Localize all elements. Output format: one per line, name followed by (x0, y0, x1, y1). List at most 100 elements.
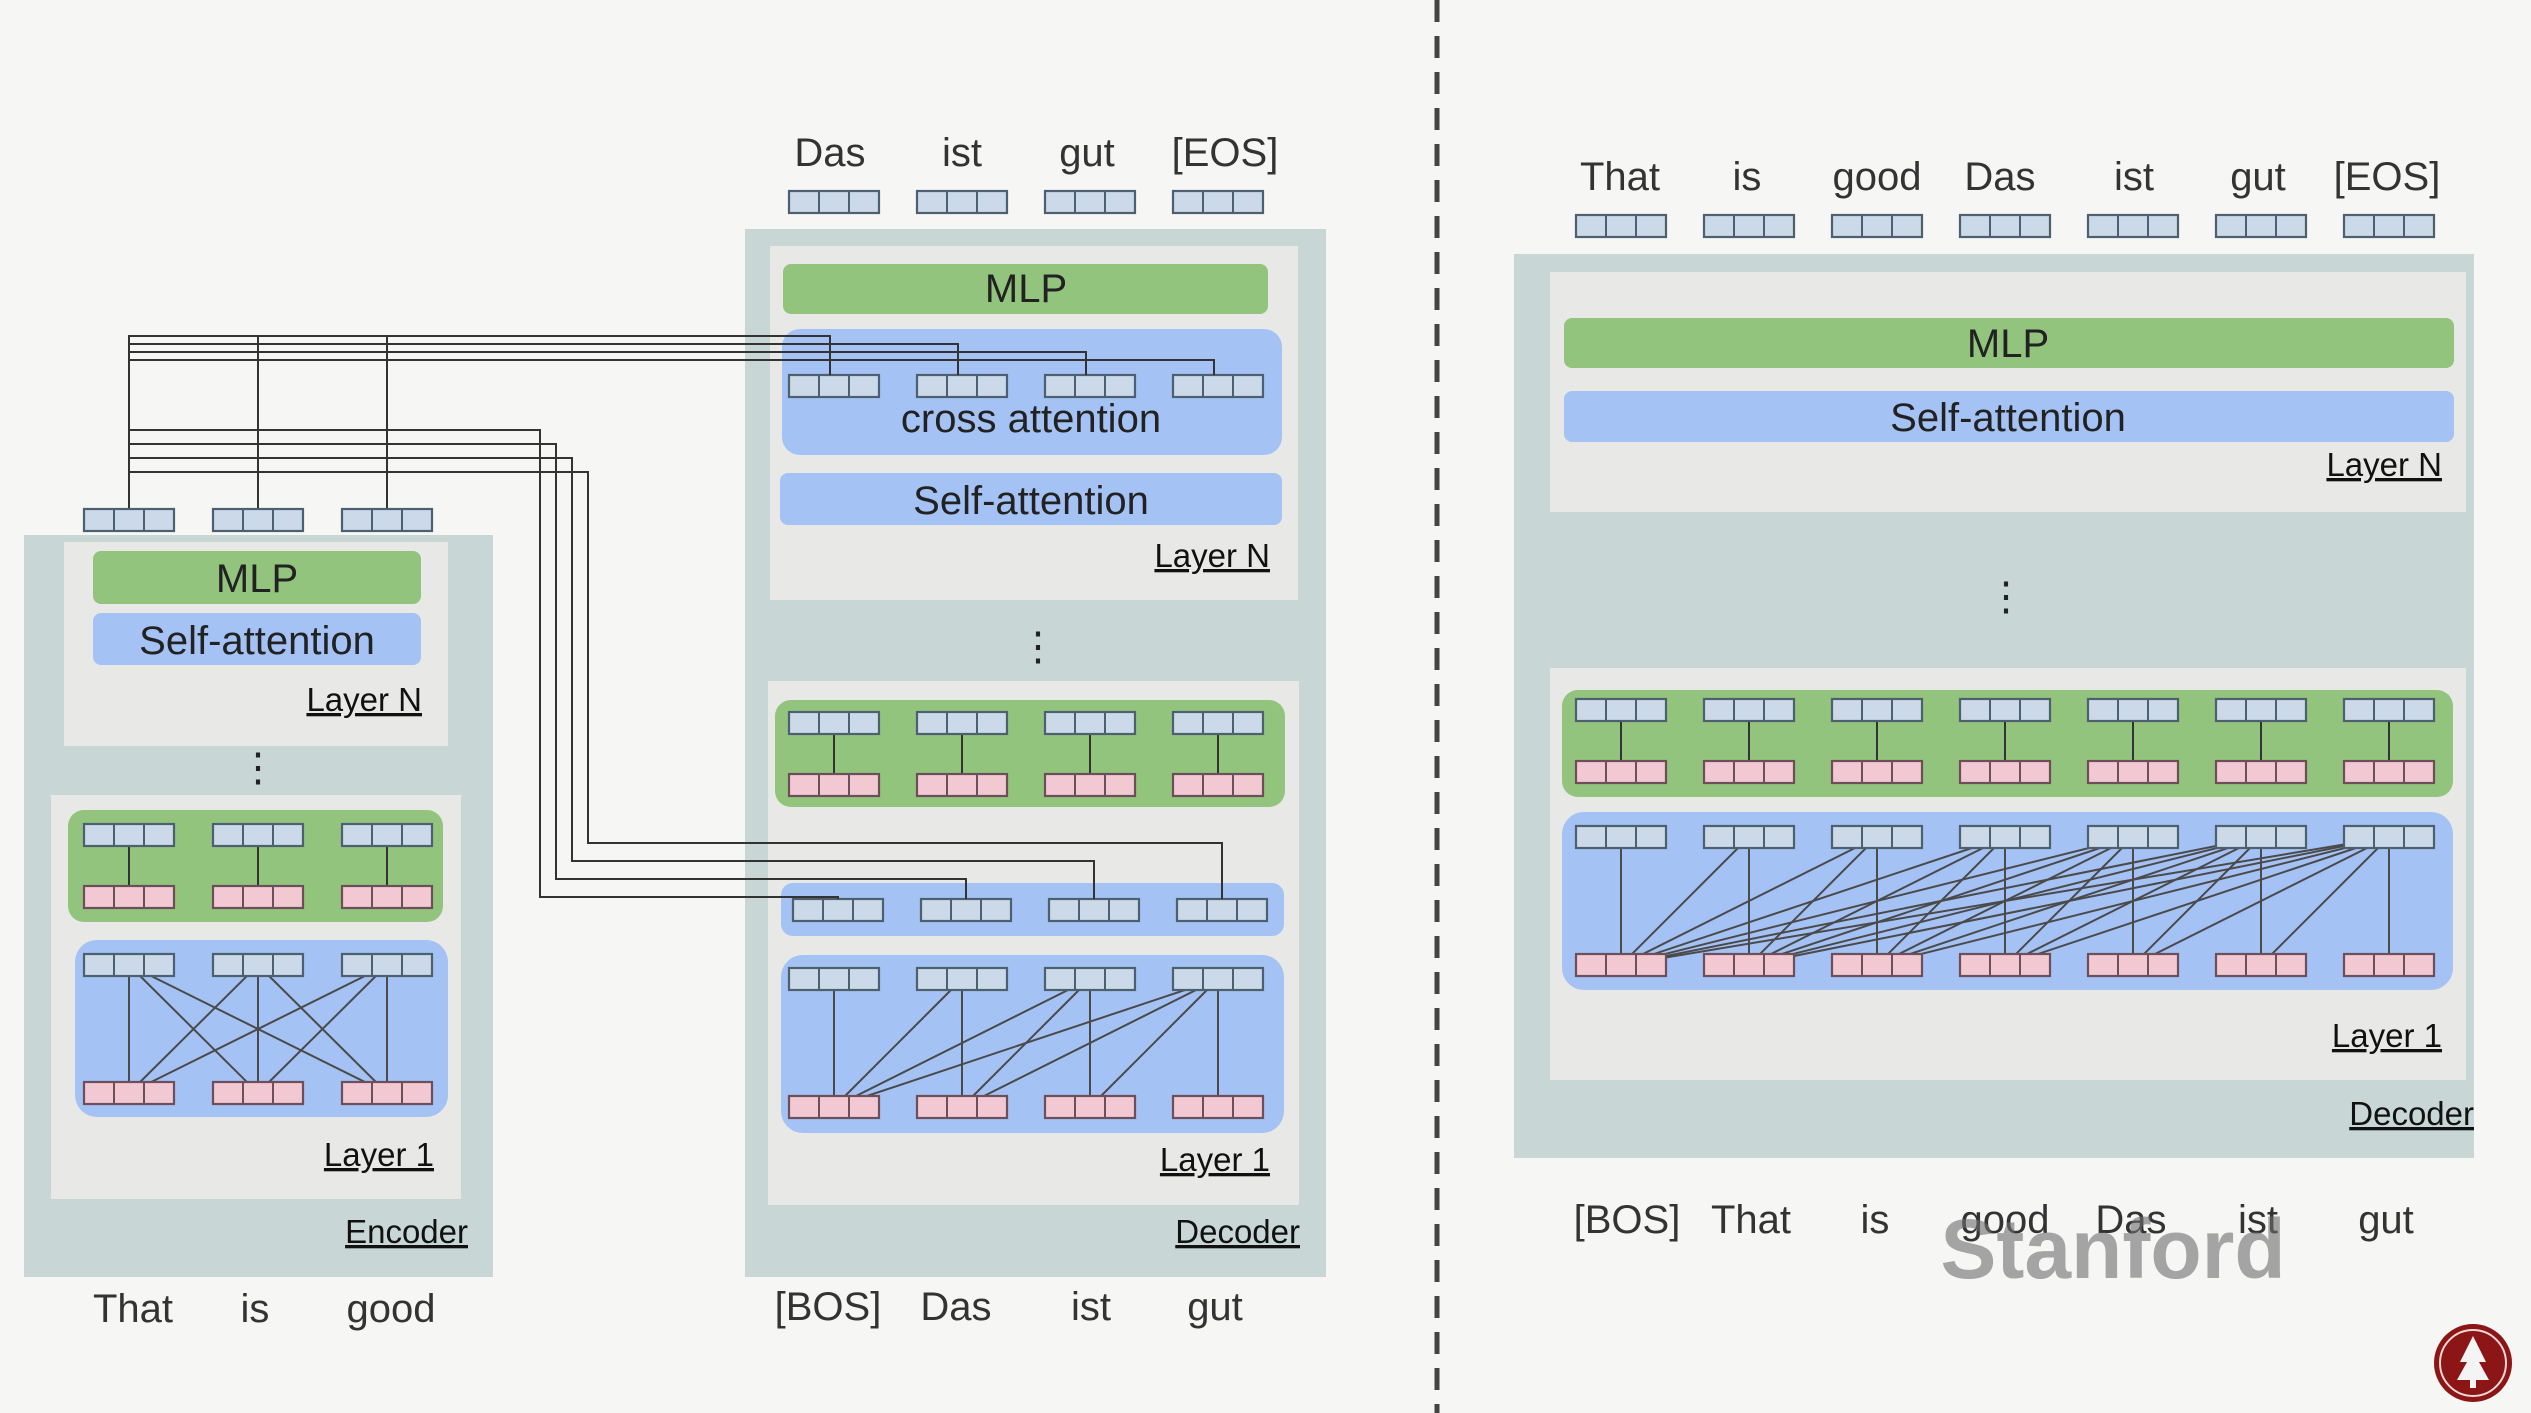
decoder-input-words: [BOS] Das ist gut (775, 1285, 1243, 1329)
token-vector-pink (211, 1080, 305, 1106)
decoder-output-word: Das (794, 131, 865, 175)
token-vector (1830, 824, 1924, 850)
encoder-label: Encoder (345, 1213, 468, 1250)
token-vector-pink (915, 772, 1009, 798)
decoder-input-word: ist (1071, 1285, 1111, 1329)
token-vector (340, 822, 434, 848)
decoder-causal-attention-lines (787, 897, 1269, 1120)
attention-line (1748, 836, 2390, 966)
encoder-decoder-wire (129, 457, 1095, 899)
encoder-input-words: That is good (93, 1287, 436, 1331)
token-vector (2214, 213, 2308, 239)
decoder-output-words: Das ist gut [EOS] (794, 131, 1278, 175)
token-vector-pink (340, 884, 434, 910)
token-vector (787, 710, 881, 736)
decoder-cross-attention-label: cross attention (901, 397, 1161, 441)
token-vector-pink (1171, 772, 1265, 798)
token-vector-pink (1958, 952, 2052, 978)
token-vector (82, 952, 176, 978)
token-vector-pink (1574, 952, 1668, 978)
encoder-layer-1-label: Layer 1 (324, 1136, 434, 1173)
attention-line (1620, 836, 2006, 966)
token-vector (915, 189, 1009, 215)
token-vector-pink (2086, 952, 2180, 978)
token-vector-pink (1958, 759, 2052, 785)
token-vector (1171, 189, 1265, 215)
attention-line (1876, 836, 2390, 966)
attention-line (1620, 836, 2262, 966)
token-vector-pink (1702, 952, 1796, 978)
decoder-output-word: [EOS] (1172, 131, 1279, 175)
encoder-decoder-wire (129, 471, 1223, 899)
decoder-only-output-word: Das (1964, 155, 2035, 199)
decoder-input-word: [BOS] (775, 1285, 882, 1329)
token-vector-pink (1830, 952, 1924, 978)
decoder-label: Decoder (1175, 1213, 1300, 1250)
decoder-only-ellipsis: ⋮ (1986, 575, 2026, 619)
decoder-only-self-attention-label: Self-attention (1890, 396, 2126, 440)
encoder-attention-lines (82, 952, 434, 1106)
decoder-ellipsis: ⋮ (1018, 625, 1058, 669)
decoder-output-word: ist (942, 131, 982, 175)
token-vector (1574, 213, 1668, 239)
attention-line (1620, 836, 1878, 966)
decoder-only-label: Decoder (2349, 1095, 2474, 1132)
decoder-self-attention-label: Self-attention (913, 479, 1149, 523)
attention-line (1620, 836, 2390, 966)
attention-line (1620, 836, 2134, 966)
decoder-input-word: Das (920, 1285, 991, 1329)
token-vector (1043, 966, 1137, 992)
token-vector (1830, 213, 1924, 239)
encoder-input-word: That (93, 1287, 173, 1331)
token-vector-pink (1574, 759, 1668, 785)
token-vector-pink (82, 1080, 176, 1106)
decoder-only-output-tokens (1574, 213, 2436, 239)
token-vector (787, 189, 881, 215)
token-vector-pink (82, 884, 176, 910)
encoder-input-word: good (347, 1287, 436, 1331)
encoder-input-word: is (241, 1287, 270, 1331)
decoder-only-output-word: [EOS] (2334, 155, 2441, 199)
token-vector-pink (211, 884, 305, 910)
decoder-only-output-word: good (1833, 155, 1922, 199)
decoder-only-mlp-label: MLP (1967, 322, 2049, 366)
decoder-only-ffn-tokens (1574, 697, 2436, 785)
attention-line (1089, 978, 1219, 1108)
token-vector-pink (2342, 759, 2436, 785)
token-vector (2342, 824, 2436, 850)
decoder-mlp-label: MLP (985, 267, 1067, 311)
stanford-watermark: Stanford (1940, 1202, 2285, 1296)
token-vector-pink (1043, 1094, 1137, 1120)
decoder-only-input-word: ist (2238, 1198, 2278, 1242)
attention-line (2260, 836, 2390, 966)
token-vector (1702, 213, 1796, 239)
encoder-decoder-connections (128, 335, 1223, 899)
token-vector (211, 507, 305, 533)
decoder-output-tokens (787, 189, 1265, 215)
decoder-only-output-words: That is good Das ist gut [EOS] (1580, 155, 2440, 199)
token-vector (1958, 213, 2052, 239)
decoder-only-output-word: gut (2230, 155, 2286, 199)
token-vector (1043, 710, 1137, 736)
token-vector-pink (1830, 759, 1924, 785)
decoder-output-word: gut (1059, 131, 1115, 175)
token-vector (915, 966, 1009, 992)
token-vector (82, 507, 176, 533)
attention-line (2004, 836, 2390, 966)
decoder-only-output-word: is (1733, 155, 1762, 199)
encoder-decoder-wire (129, 443, 967, 899)
decoder-only-input-word: Das (2095, 1198, 2166, 1242)
token-vector (1702, 824, 1796, 850)
token-vector (1830, 697, 1924, 723)
decoder-layer-n-label: Layer N (1154, 537, 1270, 574)
token-vector (1958, 824, 2052, 850)
attention-line (1620, 836, 1750, 966)
encoder-output-tokens (82, 507, 434, 533)
token-vector (2342, 213, 2436, 239)
decoder-only-output-word: ist (2114, 155, 2154, 199)
token-vector (1171, 373, 1265, 399)
token-vector (340, 952, 434, 978)
token-vector-pink (2086, 759, 2180, 785)
token-vector (1702, 697, 1796, 723)
